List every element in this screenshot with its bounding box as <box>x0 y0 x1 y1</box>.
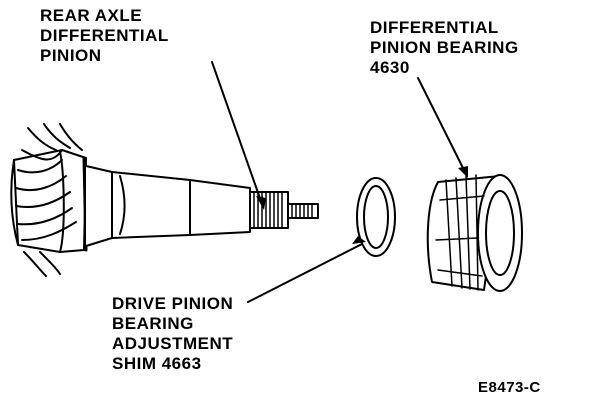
shim-label-line-1: DRIVE PINION <box>112 294 234 313</box>
shim-label-line-2: BEARING <box>112 314 194 333</box>
pinion-label-line-3: PINION <box>40 46 102 65</box>
shim-label-line-4: SHIM 4663 <box>112 354 202 373</box>
bearing-arrowhead <box>458 166 468 178</box>
shim-label: DRIVE PINION BEARING ADJUSTMENT SHIM 466… <box>112 294 233 374</box>
shim-leader <box>247 243 363 303</box>
adjustment-shim <box>356 177 396 257</box>
pinion-arrowhead <box>256 196 266 210</box>
pinion-threaded-end <box>287 203 319 219</box>
pinion-splines <box>249 191 289 229</box>
pinion-label: REAR AXLE DIFFERENTIAL PINION <box>40 6 169 66</box>
bearing-label-line-1: DIFFERENTIAL <box>370 18 499 37</box>
figure-id: E8473-C <box>478 379 541 396</box>
pinion-leader <box>211 61 263 205</box>
shim-label-line-3: ADJUSTMENT <box>112 334 234 353</box>
bearing-label-line-3: 4630 <box>370 58 410 77</box>
pinion-label-line-1: REAR AXLE <box>40 6 143 25</box>
bearing-label-line-2: PINION BEARING <box>370 38 519 57</box>
pinion-gear-head <box>10 123 88 277</box>
pinion-label-line-2: DIFFERENTIAL <box>40 26 169 45</box>
shim-arrowhead <box>352 236 366 244</box>
pinion-bearing <box>426 174 523 292</box>
bearing-label: DIFFERENTIAL PINION BEARING 4630 <box>370 18 519 78</box>
pinion-shaft <box>85 165 251 247</box>
leader-lines <box>211 61 467 303</box>
bearing-leader <box>417 77 467 175</box>
